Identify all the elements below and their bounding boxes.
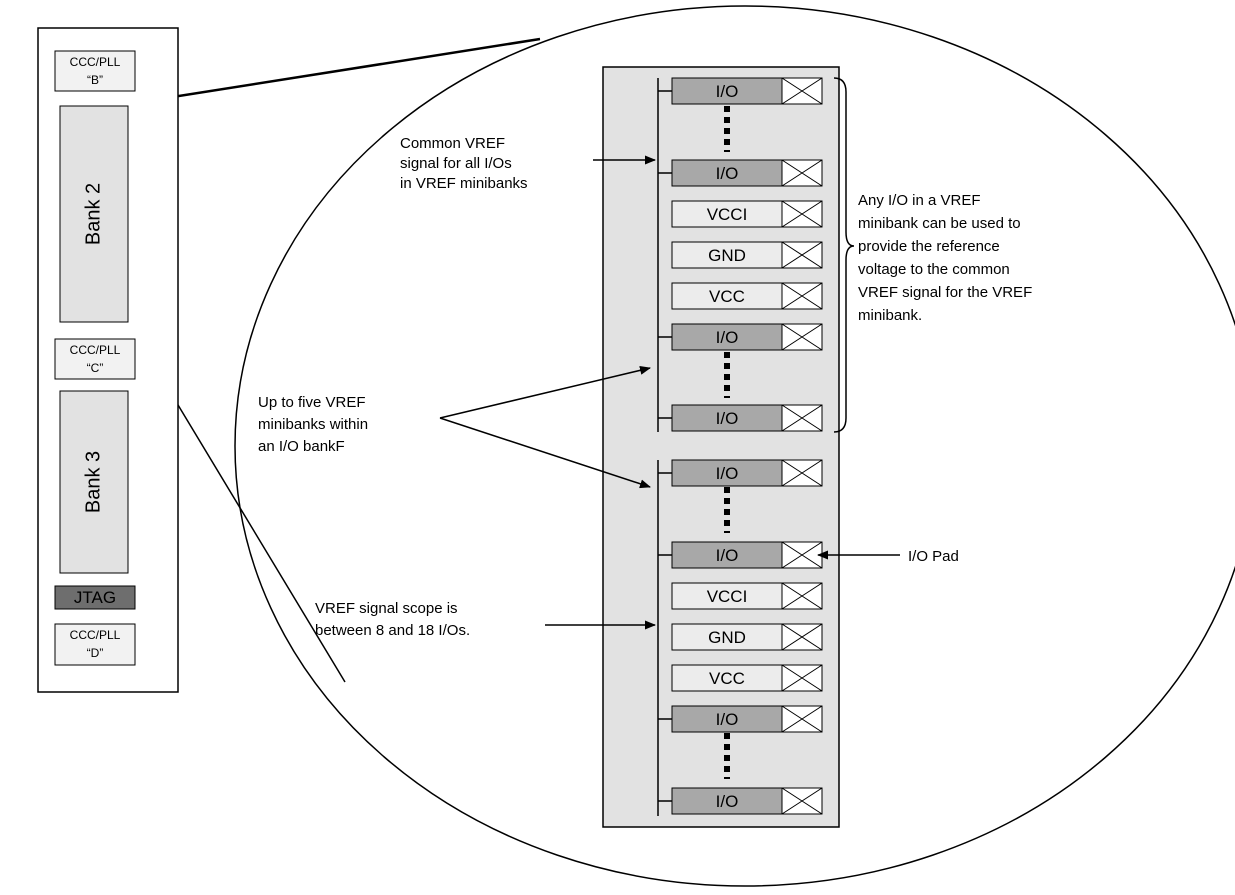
annotation-line: between 8 and 18 I/Os. <box>315 622 470 639</box>
five-minibanks-arrow-upper <box>439 365 651 419</box>
pad-cross-icon <box>781 200 823 228</box>
ccc-pll-b: CCC/PLL “B” <box>54 50 136 92</box>
gnd-slot: GND <box>671 623 823 651</box>
pad-cross-icon <box>781 459 823 487</box>
slot-label: I/O <box>716 464 739 483</box>
io-slot: I/O <box>658 159 823 187</box>
io-slots: I/O I/O VCCI GND VCC I/O I/O I/O I/O VCCI GND VCC I/… <box>658 77 823 815</box>
annotation-line: Up to five VREF <box>258 394 366 411</box>
zoom-connector-top <box>127 37 541 106</box>
ccc-pll-c: CCC/PLL “C” <box>54 338 136 380</box>
io-slot: I/O <box>658 787 823 815</box>
io-slot: I/O <box>658 404 823 432</box>
slot-label: VCC <box>709 287 745 306</box>
pad-cross-icon <box>781 323 823 351</box>
io-slot: I/O <box>658 77 823 105</box>
io-slot: I/O <box>658 705 823 733</box>
slot-label: GND <box>708 246 746 265</box>
slot-label: GND <box>708 628 746 647</box>
annotation-line: VREF signal for the VREF <box>858 284 1032 301</box>
annotation-line: minibank can be used to <box>858 215 1021 232</box>
bank-3-label: Bank 3 <box>82 451 104 513</box>
slot-label: VCC <box>709 669 745 688</box>
annotation-line: Common VREF <box>400 135 505 152</box>
pad-cross-icon <box>781 664 823 692</box>
bank-2: Bank 2 <box>59 105 129 323</box>
slot-box <box>671 323 783 351</box>
slot-label: I/O <box>716 792 739 811</box>
slot-label: I/O <box>716 164 739 183</box>
io-slot: I/O <box>658 323 823 351</box>
slot-label: I/O <box>716 82 739 101</box>
annotation-line: an I/O bankF <box>258 438 345 455</box>
slot-label: VCCI <box>707 587 748 606</box>
zoom-ellipse <box>234 5 1235 887</box>
slot-box <box>671 541 783 569</box>
vcc-slot: VCC <box>671 282 823 310</box>
slot-box <box>671 77 783 105</box>
pad-cross-icon <box>781 404 823 432</box>
io-slot: I/O <box>658 459 823 487</box>
slot-box <box>671 664 783 692</box>
common-vref-annotation: Common VREF signal for all I/Os in VREF … <box>400 135 528 192</box>
ccc-pll-b-label: CCC/PLL <box>70 55 121 69</box>
slot-label: VCCI <box>707 205 748 224</box>
pad-cross-icon <box>781 787 823 815</box>
annotation-line: minibank. <box>858 307 922 324</box>
annotation-line: Any I/O in a VREF <box>858 192 981 209</box>
slot-label: I/O <box>716 409 739 428</box>
slot-box <box>671 159 783 187</box>
pad-cross-icon <box>781 282 823 310</box>
io-column-panel <box>602 66 840 828</box>
pad-cross-icon <box>781 541 823 569</box>
pad-cross-icon <box>781 77 823 105</box>
five-minibanks-arrow-lower <box>439 417 651 489</box>
pad-cross-icon <box>781 241 823 269</box>
ccc-pll-c-letter: “C” <box>87 361 104 375</box>
annotation-line: provide the reference <box>858 238 1000 255</box>
ccc-pll-c-label: CCC/PLL <box>70 343 121 357</box>
vcci-slot: VCCI <box>671 582 823 610</box>
annotation-line: minibanks within <box>258 416 368 433</box>
vcc-slot: VCC <box>671 664 823 692</box>
vcci-slot: VCCI <box>671 200 823 228</box>
annotation-line: voltage to the common <box>858 261 1010 278</box>
up-to-five-annotation: Up to five VREF minibanks within an I/O … <box>258 394 368 455</box>
ccc-pll-d-label: CCC/PLL <box>70 628 121 642</box>
slot-label: I/O <box>716 710 739 729</box>
ccc-pll-d: CCC/PLL “D” <box>54 623 136 666</box>
pad-cross-icon <box>781 582 823 610</box>
annotation-line: in VREF minibanks <box>400 175 528 192</box>
minibank-brace <box>833 77 855 433</box>
scope-annotation: VREF signal scope is between 8 and 18 I/… <box>315 600 470 639</box>
jtag-label: JTAG <box>74 588 116 607</box>
slot-label: I/O <box>716 546 739 565</box>
pad-cross-icon <box>781 705 823 733</box>
bank-3: Bank 3 <box>59 390 129 574</box>
io-pad-label: I/O Pad <box>908 548 959 565</box>
pad-cross-icon <box>781 623 823 651</box>
slot-label: I/O <box>716 328 739 347</box>
slot-box <box>671 282 783 310</box>
ccc-pll-d-letter: “D” <box>87 646 104 660</box>
slot-box <box>671 459 783 487</box>
bank-2-label: Bank 2 <box>82 183 104 245</box>
slot-box <box>671 787 783 815</box>
io-slot: I/O <box>658 541 823 569</box>
ccc-pll-b-letter: “B” <box>87 73 103 87</box>
annotation-line: signal for all I/Os <box>400 155 512 172</box>
jtag-block: JTAG <box>54 585 136 610</box>
pad-cross-icon <box>781 159 823 187</box>
any-io-annotation: Any I/O in a VREF minibank can be used t… <box>858 192 1032 324</box>
annotation-line: VREF signal scope is <box>315 600 458 617</box>
gnd-slot: GND <box>671 241 823 269</box>
slot-box <box>671 623 783 651</box>
